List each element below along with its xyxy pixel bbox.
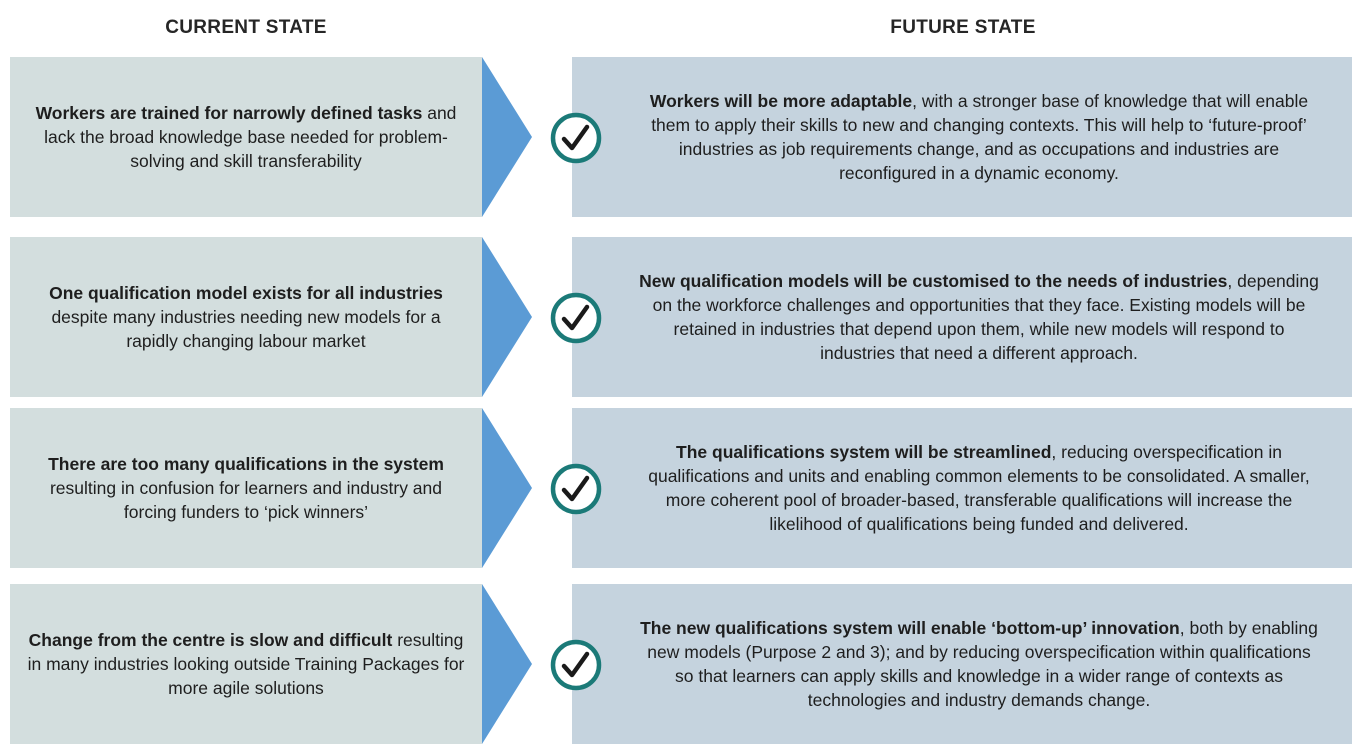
current-state-text: There are too many qualifications in the…	[26, 452, 466, 524]
current-state-rest: despite many industries needing new mode…	[51, 307, 441, 351]
current-state-bold: Workers are trained for narrowly defined…	[35, 103, 423, 123]
future-state-bold: Workers will be more adaptable	[649, 91, 913, 111]
chevron-arrow-icon	[482, 57, 532, 217]
future-state-box: The new qualifications system will enabl…	[572, 584, 1352, 744]
future-state-box: The qualifications system will be stream…	[572, 408, 1352, 568]
future-state-text: The new qualifications system will enabl…	[639, 616, 1319, 712]
future-state-header: FUTURE STATE	[890, 17, 1036, 38]
chevron-arrow-icon	[482, 408, 532, 568]
chevron-arrow-icon	[482, 237, 532, 397]
state-row: Change from the centre is slow and diffi…	[0, 584, 1352, 744]
current-state-rest: resulting in many industries looking out…	[27, 630, 465, 698]
future-state-rest: , reducing overspecification in qualific…	[648, 442, 1310, 534]
current-state-rest: resulting in confusion for learners and …	[49, 478, 443, 522]
current-state-header: CURRENT STATE	[165, 17, 327, 38]
future-state-bold: The qualifications system will be stream…	[676, 442, 1052, 462]
future-state-rest: , depending on the workforce challenges …	[652, 271, 1319, 363]
current-state-bold: Change from the centre is slow and diffi…	[28, 630, 393, 650]
current-state-rest: and lack the broad knowledge base needed…	[44, 103, 457, 171]
current-state-box: One qualification model exists for all i…	[10, 237, 482, 397]
state-row: One qualification model exists for all i…	[0, 237, 1352, 397]
future-state-box: Workers will be more adaptable, with a s…	[572, 57, 1352, 217]
future-state-rest: , with a stronger base of knowledge that…	[651, 91, 1309, 183]
checkmark-circle-icon	[550, 463, 602, 515]
checkmark-circle-icon	[550, 292, 602, 344]
current-state-bold: One qualification model exists for all i…	[49, 283, 443, 303]
chevron-arrow-icon	[482, 584, 532, 744]
current-state-box: Workers are trained for narrowly defined…	[10, 57, 482, 217]
current-state-bold: There are too many qualifications in the…	[48, 454, 444, 474]
current-state-text: One qualification model exists for all i…	[26, 281, 466, 353]
future-state-text: New qualification models will be customi…	[639, 269, 1319, 365]
future-state-text: Workers will be more adaptable, with a s…	[639, 89, 1319, 185]
future-state-box: New qualification models will be customi…	[572, 237, 1352, 397]
future-state-rest: , both by enabling new models (Purpose 2…	[647, 618, 1318, 710]
future-state-bold: New qualification models will be customi…	[639, 271, 1228, 291]
current-state-text: Workers are trained for narrowly defined…	[26, 101, 466, 173]
state-row: There are too many qualifications in the…	[0, 408, 1352, 568]
checkmark-circle-icon	[550, 112, 602, 164]
current-state-text: Change from the centre is slow and diffi…	[26, 628, 466, 700]
future-state-text: The qualifications system will be stream…	[639, 440, 1319, 536]
checkmark-circle-icon	[550, 639, 602, 691]
current-state-box: There are too many qualifications in the…	[10, 408, 482, 568]
state-row: Workers are trained for narrowly defined…	[0, 57, 1352, 217]
future-state-bold: The new qualifications system will enabl…	[640, 618, 1180, 638]
current-state-box: Change from the centre is slow and diffi…	[10, 584, 482, 744]
